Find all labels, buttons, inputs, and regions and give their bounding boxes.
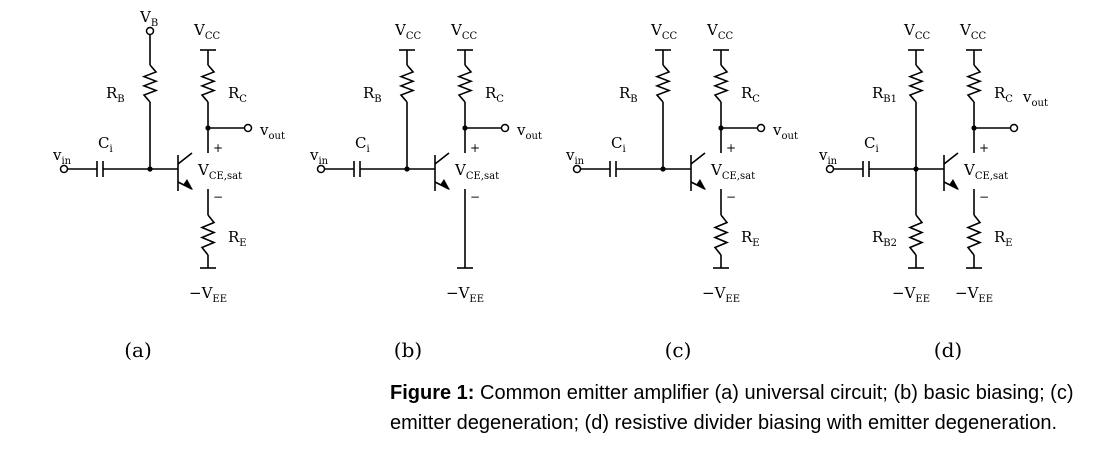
transistor-collector [177,152,193,165]
vb-label: VB [139,8,158,29]
transistor-emitter-arrow [949,179,959,190]
vin-label: vin [565,146,585,167]
re-resistor [712,214,730,256]
vee-label: −VEE [955,284,993,305]
vin-label: vin [818,146,838,167]
vout-label: vout [516,121,542,142]
plus-sign: + [726,141,736,155]
ci-label: Ci [611,134,626,155]
rb-label: RB [106,84,125,105]
vcc-label: VCC [959,21,986,42]
rb-resistor [907,64,925,103]
junction-dot [660,166,666,172]
vout-label: vout [772,121,798,142]
transistor-emitter-arrow [183,179,193,190]
rc-resistor [199,64,217,103]
panel-label-b: (b) [394,338,422,362]
minus-sign: − [726,190,736,204]
vcesat-label: VCE,sat [454,161,499,182]
vee-label: −VEE [446,284,484,305]
ci-label: Ci [355,134,370,155]
junction-dot [404,166,410,172]
rb-label: RB [619,84,638,105]
rb2-resistor [907,214,925,256]
ci-label: Ci [98,134,113,155]
transistor-collector [943,152,959,165]
rb-label: RB1 [872,84,897,105]
vin-terminal [572,164,582,174]
minus-sign: − [470,190,480,204]
vin-terminal [825,164,835,174]
vcc-label: VCC [394,21,421,42]
transistor-emitter-arrow [440,179,450,190]
rc-label: RC [485,84,504,105]
rb-label: RB [363,84,382,105]
re-label: RE [228,228,247,249]
vout-label: vout [259,121,285,142]
rc-resistor [456,64,474,103]
vcc-label: VCC [650,21,677,42]
vout-terminal [1009,123,1019,133]
vee-label: −VEE [189,284,227,305]
rb-resistor [398,64,416,103]
caption-text: Common emitter amplifier (a) universal c… [390,382,1074,434]
re-resistor [199,214,217,256]
circuit-diagrams: vin Ci + − VCE,sat vout VCC RC RE −VEE VB RB vin Ci + −… [52,8,1048,362]
vout-terminal [756,123,766,133]
re-resistor [965,214,983,256]
ci-label: Ci [864,134,879,155]
rc-label: RC [994,84,1013,105]
rc-resistor [965,64,983,103]
panel-label-d: (d) [934,338,962,362]
plus-sign: + [979,141,989,155]
vcesat-label: VCE,sat [710,161,755,182]
caption-prefix: Figure 1: [390,382,475,404]
vee-label: −VEE [702,284,740,305]
plus-sign: + [470,141,480,155]
minus-sign: − [213,190,223,204]
junction-dot [147,166,153,172]
vin-label: vin [52,146,72,167]
vcc-label: VCC [193,21,220,42]
vee-label: −VEE [892,284,930,305]
rc-resistor [712,64,730,103]
panel-label-c: (c) [665,338,692,362]
minus-sign: − [979,190,989,204]
vout-label: vout [1022,88,1048,109]
rb-resistor [141,64,159,103]
vcesat-label: VCE,sat [963,161,1008,182]
rb2-label: RB2 [872,228,897,249]
vout-terminal [500,123,510,133]
rc-label: RC [228,84,247,105]
vcc-label: VCC [903,21,930,42]
vin-label: vin [309,146,329,167]
vout-terminal [243,123,253,133]
re-label: RE [994,228,1013,249]
vin-terminal [316,164,326,174]
transistor-emitter-arrow [696,179,706,190]
transistor-collector [434,152,450,165]
vcesat-label: VCE,sat [197,161,242,182]
re-label: RE [741,228,760,249]
vcc-label: VCC [706,21,733,42]
rb-resistor [654,64,672,103]
vin-terminal [59,164,69,174]
panel-label-a: (a) [124,338,152,362]
vb-terminal [145,26,155,36]
figure-caption: Figure 1: Common emitter amplifier (a) u… [390,378,1090,438]
rc-label: RC [741,84,760,105]
vcc-label: VCC [450,21,477,42]
transistor-collector [690,152,706,165]
plus-sign: + [213,141,223,155]
